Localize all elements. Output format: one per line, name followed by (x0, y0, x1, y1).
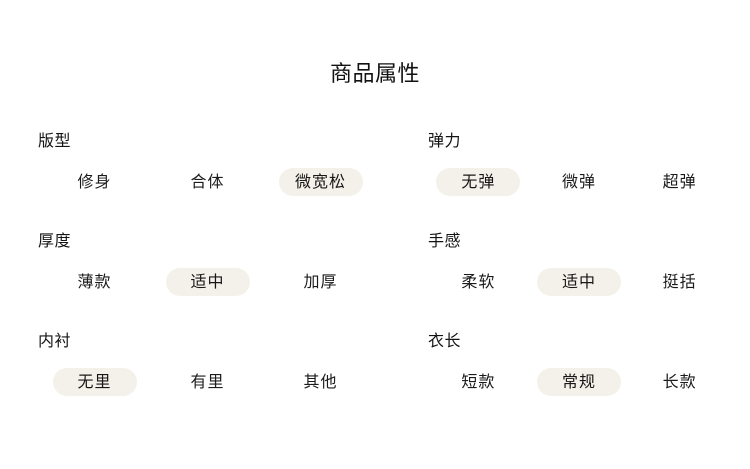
option-length-1[interactable]: 常规 (536, 368, 621, 396)
options-row-thickness: 薄款 适中 加厚 (38, 268, 377, 296)
option-thickness-1[interactable]: 适中 (165, 268, 250, 296)
options-row-lining: 无里 有里 其他 (38, 368, 377, 396)
option-thickness-0[interactable]: 薄款 (77, 272, 112, 291)
option-handfeel-0[interactable]: 柔软 (461, 272, 496, 291)
option-elasticity-2[interactable]: 超弹 (662, 172, 697, 191)
option-thickness-2[interactable]: 加厚 (303, 272, 338, 291)
option-elasticity-1[interactable]: 微弹 (561, 172, 596, 191)
attribute-group-elasticity: 弹力 无弹 微弹 超弹 (395, 130, 750, 230)
page-title: 商品属性 (329, 62, 420, 87)
attribute-group-handfeel: 手感 柔软 适中 挺括 (395, 230, 750, 330)
attribute-group-label-length: 衣长 (428, 331, 462, 350)
option-fit-1[interactable]: 合体 (190, 172, 225, 191)
options-row-fit: 修身 合体 微宽松 (38, 168, 377, 196)
option-handfeel-1[interactable]: 适中 (536, 268, 621, 296)
option-fit-2[interactable]: 微宽松 (278, 168, 363, 196)
options-row-handfeel: 柔软 适中 挺括 (428, 268, 730, 296)
attribute-group-label-lining: 内衬 (38, 331, 72, 350)
option-length-2[interactable]: 长款 (662, 372, 697, 391)
option-lining-2[interactable]: 其他 (303, 372, 338, 391)
option-fit-0[interactable]: 修身 (77, 172, 112, 191)
option-lining-0[interactable]: 无里 (52, 368, 137, 396)
attribute-group-thickness: 厚度 薄款 适中 加厚 (0, 230, 395, 330)
attribute-group-lining: 内衬 无里 有里 其他 (0, 330, 395, 430)
options-row-elasticity: 无弹 微弹 超弹 (428, 168, 730, 196)
attribute-group-label-fit: 版型 (38, 131, 72, 150)
attribute-group-fit: 版型 修身 合体 微宽松 (0, 130, 395, 230)
attribute-group-label-elasticity: 弹力 (428, 131, 462, 150)
option-handfeel-2[interactable]: 挺括 (662, 272, 697, 291)
attribute-group-label-handfeel: 手感 (428, 231, 462, 250)
attribute-group-label-thickness: 厚度 (38, 231, 72, 250)
option-elasticity-0[interactable]: 无弹 (436, 168, 521, 196)
attribute-group-length: 衣长 短款 常规 长款 (395, 330, 750, 430)
option-length-0[interactable]: 短款 (461, 372, 496, 391)
attribute-groups-grid: 版型 修身 合体 微宽松 弹力 无弹 微弹 超弹 厚度 薄款 适中 加厚 (0, 130, 750, 430)
option-lining-1[interactable]: 有里 (190, 372, 225, 391)
options-row-length: 短款 常规 长款 (428, 368, 730, 396)
